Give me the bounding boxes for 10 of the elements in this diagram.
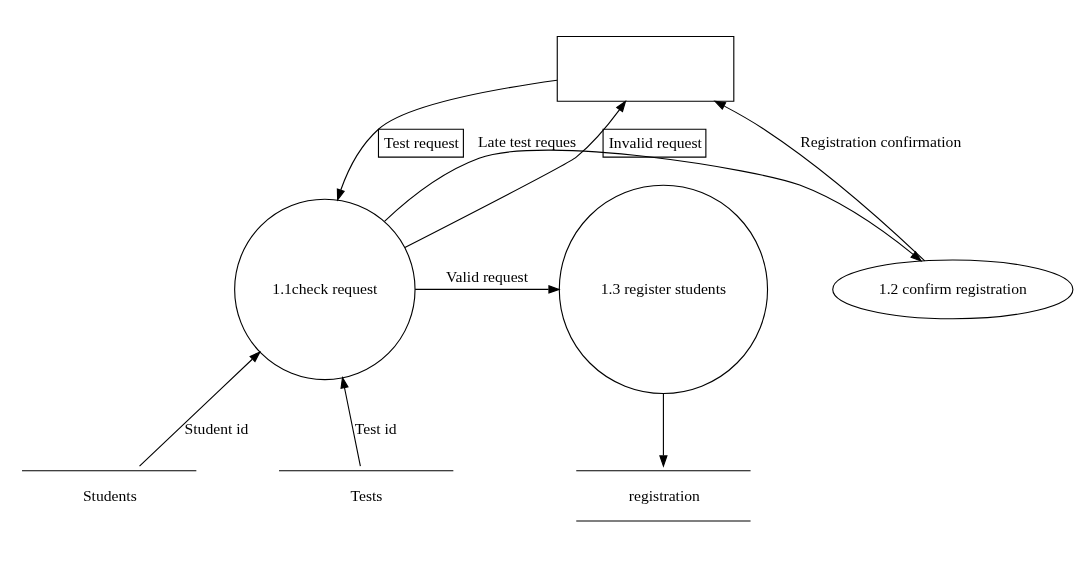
node-text: Tests xyxy=(350,486,383,504)
node-text: Students xyxy=(82,486,137,504)
edge-label: Valid request xyxy=(446,267,529,285)
node-text: registration xyxy=(628,486,700,504)
edge-label: Late test reques xyxy=(478,132,577,150)
edge-label: Student id xyxy=(184,419,249,437)
edge-label: Registration confirmation xyxy=(800,132,962,150)
edge-label: Test id xyxy=(354,419,397,437)
edge-label: Invalid request xyxy=(608,133,702,151)
edge-label: Test request xyxy=(384,133,459,151)
